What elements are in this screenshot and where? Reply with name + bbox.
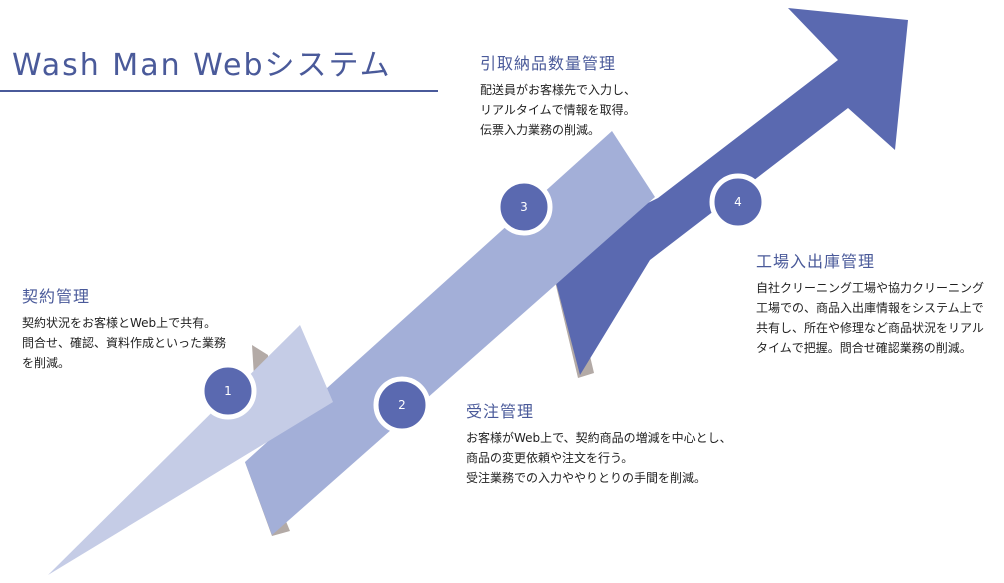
step-4-heading: 工場入出庫管理 — [756, 252, 876, 271]
step-3-line-3: 伝票入力業務の削減。 — [480, 123, 601, 137]
svg-text:2: 2 — [398, 398, 406, 412]
step-4-text: 工場入出庫管理 自社クリーニング工場や協力クリーニング 工場での、商品入出庫情報… — [756, 248, 984, 358]
step-3-line-1: 配送員がお客様先で入力し、 — [480, 83, 637, 97]
step-3-text: 引取納品数量管理 配送員がお客様先で入力し、 リアルタイムで情報を取得。 伝票入… — [480, 50, 636, 140]
step-1-line-1: 契約状況をお客様とWeb上で共有。 — [22, 316, 217, 330]
title-underline — [0, 90, 438, 92]
step-badge-1: 1 — [199, 362, 257, 420]
svg-text:1: 1 — [224, 384, 232, 398]
step-4-line-4: タイムで把握。問合せ確認業務の削減。 — [756, 341, 972, 355]
step-3-line-2: リアルタイムで情報を取得。 — [480, 103, 636, 117]
step-4-line-2: 工場での、商品入出庫情報をシステム上で — [756, 301, 984, 315]
step-4-line-1: 自社クリーニング工場や協力クリーニング — [756, 281, 985, 295]
step-badge-3: 3 — [495, 178, 553, 236]
step-1-line-2: 問合せ、確認、資料作成といった業務 — [22, 336, 227, 350]
arrow-segment-3 — [245, 131, 655, 535]
step-2-line-1: お客様がWeb上で、契約商品の増減を中心とし、 — [466, 431, 732, 445]
step-2-line-2: 商品の変更依頼や注文を行う。 — [466, 451, 634, 465]
step-2-line-3: 受注業務での入力ややりとりの手間を削減。 — [466, 471, 707, 485]
svg-text:3: 3 — [520, 200, 528, 214]
step-badge-2: 2 — [373, 376, 431, 434]
svg-text:4: 4 — [734, 195, 742, 209]
step-badge-4: 4 — [709, 173, 767, 231]
arrow-segment-1 — [48, 325, 333, 575]
page-title: Wash Man Webシステム — [12, 48, 392, 83]
step-2-heading: 受注管理 — [466, 402, 535, 421]
step-1-text: 契約管理 契約状況をお客様とWeb上で共有。 問合せ、確認、資料作成といった業務… — [22, 283, 226, 373]
step-2-text: 受注管理 お客様がWeb上で、契約商品の増減を中心とし、 商品の変更依頼や注文を… — [466, 398, 732, 488]
step-1-heading: 契約管理 — [22, 287, 91, 306]
step-4-line-3: 共有し、所在や修理など商品状況をリアル — [756, 321, 984, 335]
step-1-line-3: を削減。 — [22, 356, 71, 370]
step-3-heading: 引取納品数量管理 — [480, 54, 617, 73]
